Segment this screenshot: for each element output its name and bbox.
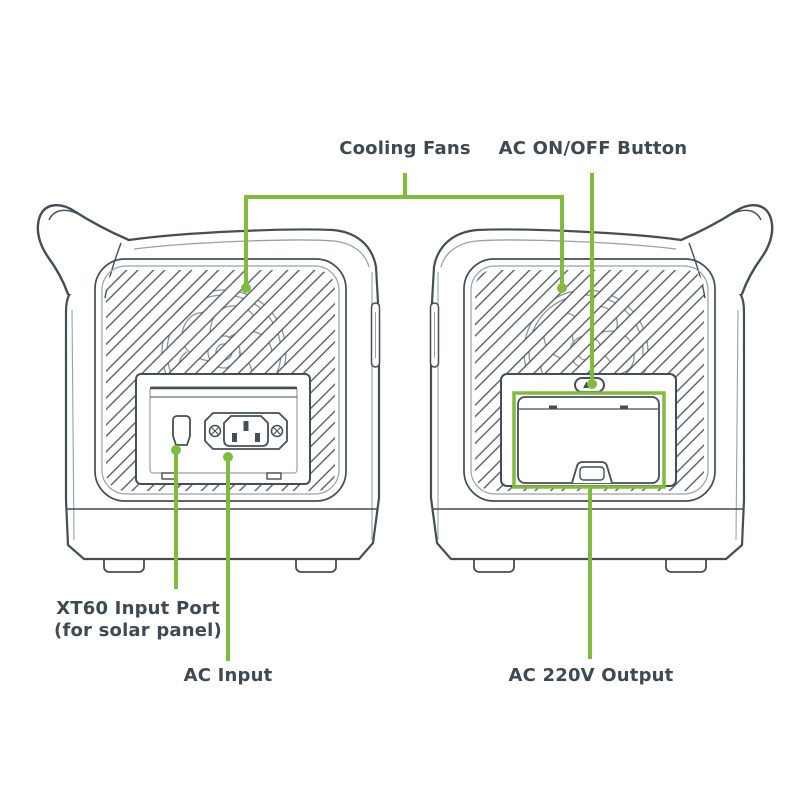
- dot-xt60-port: [171, 445, 181, 455]
- ac-output-highlight-box: [512, 391, 666, 489]
- left-unit: [36, 203, 381, 574]
- label-cooling-fans: Cooling Fans: [339, 138, 471, 159]
- left-unit-ac-inlet: [204, 412, 288, 450]
- label-xt60-line2: (for solar panel): [54, 620, 222, 641]
- label-xt60-input-port: XT60 Input Port (for solar panel): [28, 598, 248, 642]
- dot-left-fan: [241, 283, 251, 293]
- callout-dots: [171, 283, 597, 462]
- right-unit-ac-output-panel: [500, 373, 677, 487]
- dot-ac-inlet: [223, 452, 233, 462]
- dot-right-fan: [557, 283, 567, 293]
- left-unit-ac-input-panel: [135, 373, 311, 485]
- callout-lines: [174, 173, 666, 661]
- dot-power-button: [587, 379, 597, 389]
- right-unit-ac-output-cover: [517, 396, 660, 484]
- right-unit: [429, 203, 774, 574]
- label-ac-220v-output: AC 220V Output: [508, 665, 674, 686]
- label-xt60-line1: XT60 Input Port: [56, 598, 220, 619]
- left-unit-xt60-port: [172, 415, 191, 446]
- label-ac-input: AC Input: [183, 665, 273, 686]
- label-ac-on-off-button: AC ON/OFF Button: [498, 138, 688, 159]
